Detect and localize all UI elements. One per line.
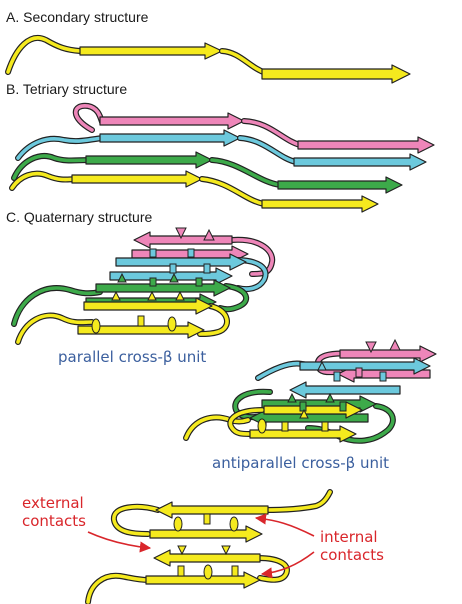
- side-chain-marker: [204, 514, 210, 524]
- side-chain-marker: [322, 422, 328, 431]
- heading-quaternary-structure: C. Quaternary structure: [6, 209, 152, 225]
- side-chain-marker: [340, 402, 346, 411]
- side-chain-marker: [222, 546, 230, 554]
- internal-contacts-label-line2: contacts: [320, 546, 384, 564]
- side-chain-marker: [258, 419, 266, 433]
- parallel-cross-beta-unit: [14, 228, 272, 342]
- contacts-sheet: [88, 492, 330, 602]
- side-chain-marker: [176, 292, 184, 300]
- heading-secondary-structure: A. Secondary structure: [6, 9, 149, 25]
- side-chain-marker: [150, 249, 156, 257]
- side-chain-marker: [112, 292, 120, 300]
- green-strand-arrow: [278, 177, 402, 193]
- pink-strand-arrow: [100, 113, 244, 129]
- tertiary-stack: [12, 106, 434, 212]
- side-chain-marker: [204, 565, 212, 579]
- side-chain-marker: [326, 394, 334, 402]
- side-chain-marker: [204, 264, 210, 273]
- side-chain-marker: [356, 368, 362, 377]
- internal-contacts-pointer-upper: [256, 518, 314, 536]
- side-chain-marker: [174, 517, 182, 531]
- side-chain-marker: [282, 422, 288, 431]
- side-chain-marker: [232, 566, 238, 576]
- pink-strand-arrow: [298, 137, 434, 153]
- side-chain-marker: [148, 292, 156, 300]
- yellow-strand-arrow: [156, 502, 268, 518]
- side-chain-marker: [188, 249, 194, 257]
- yellow-strand-arrow: [262, 196, 378, 212]
- side-chain-marker: [138, 316, 144, 326]
- heading-tertiary-structure: B. Tetriary structure: [6, 81, 127, 97]
- cyan-strand-arrow: [100, 130, 240, 146]
- external-contacts-label-line2: contacts: [22, 512, 86, 530]
- internal-contacts-label-line1: internal: [320, 528, 378, 546]
- side-chain-marker: [390, 340, 400, 350]
- secondary-strand: [8, 38, 410, 83]
- yellow-strand-arrow: [146, 572, 260, 588]
- external-contacts-label-line1: external: [22, 494, 84, 512]
- yellow-strand-arrow: [72, 171, 202, 187]
- yellow-strand-arrow: [150, 526, 262, 542]
- side-chain-marker: [178, 566, 184, 576]
- side-chain-marker: [170, 264, 176, 273]
- antiparallel-unit-label: antiparallel cross-β unit: [212, 454, 389, 472]
- side-chain-marker: [196, 278, 202, 286]
- side-chain-marker: [178, 546, 186, 554]
- cyan-strand-arrow: [290, 382, 400, 398]
- side-chain-marker: [92, 319, 100, 333]
- side-chain-marker: [288, 394, 296, 402]
- beta-strand-arrow: [80, 43, 222, 59]
- beta-strand-arrow: [262, 65, 410, 83]
- cyan-strand-arrow: [294, 154, 426, 170]
- antiparallel-cross-beta-unit: [186, 340, 436, 442]
- yellow-strand-arrow: [154, 550, 260, 566]
- side-chain-marker: [204, 230, 214, 240]
- side-chain-marker: [230, 517, 238, 531]
- side-chain-marker: [168, 317, 176, 331]
- parallel-unit-label: parallel cross-β unit: [58, 348, 206, 366]
- side-chain-marker: [150, 278, 156, 286]
- green-strand-arrow: [86, 152, 212, 168]
- side-chain-marker: [380, 372, 386, 381]
- side-chain-marker: [334, 372, 340, 381]
- side-chain-marker: [300, 402, 306, 411]
- pink-strand-arrow: [340, 346, 436, 362]
